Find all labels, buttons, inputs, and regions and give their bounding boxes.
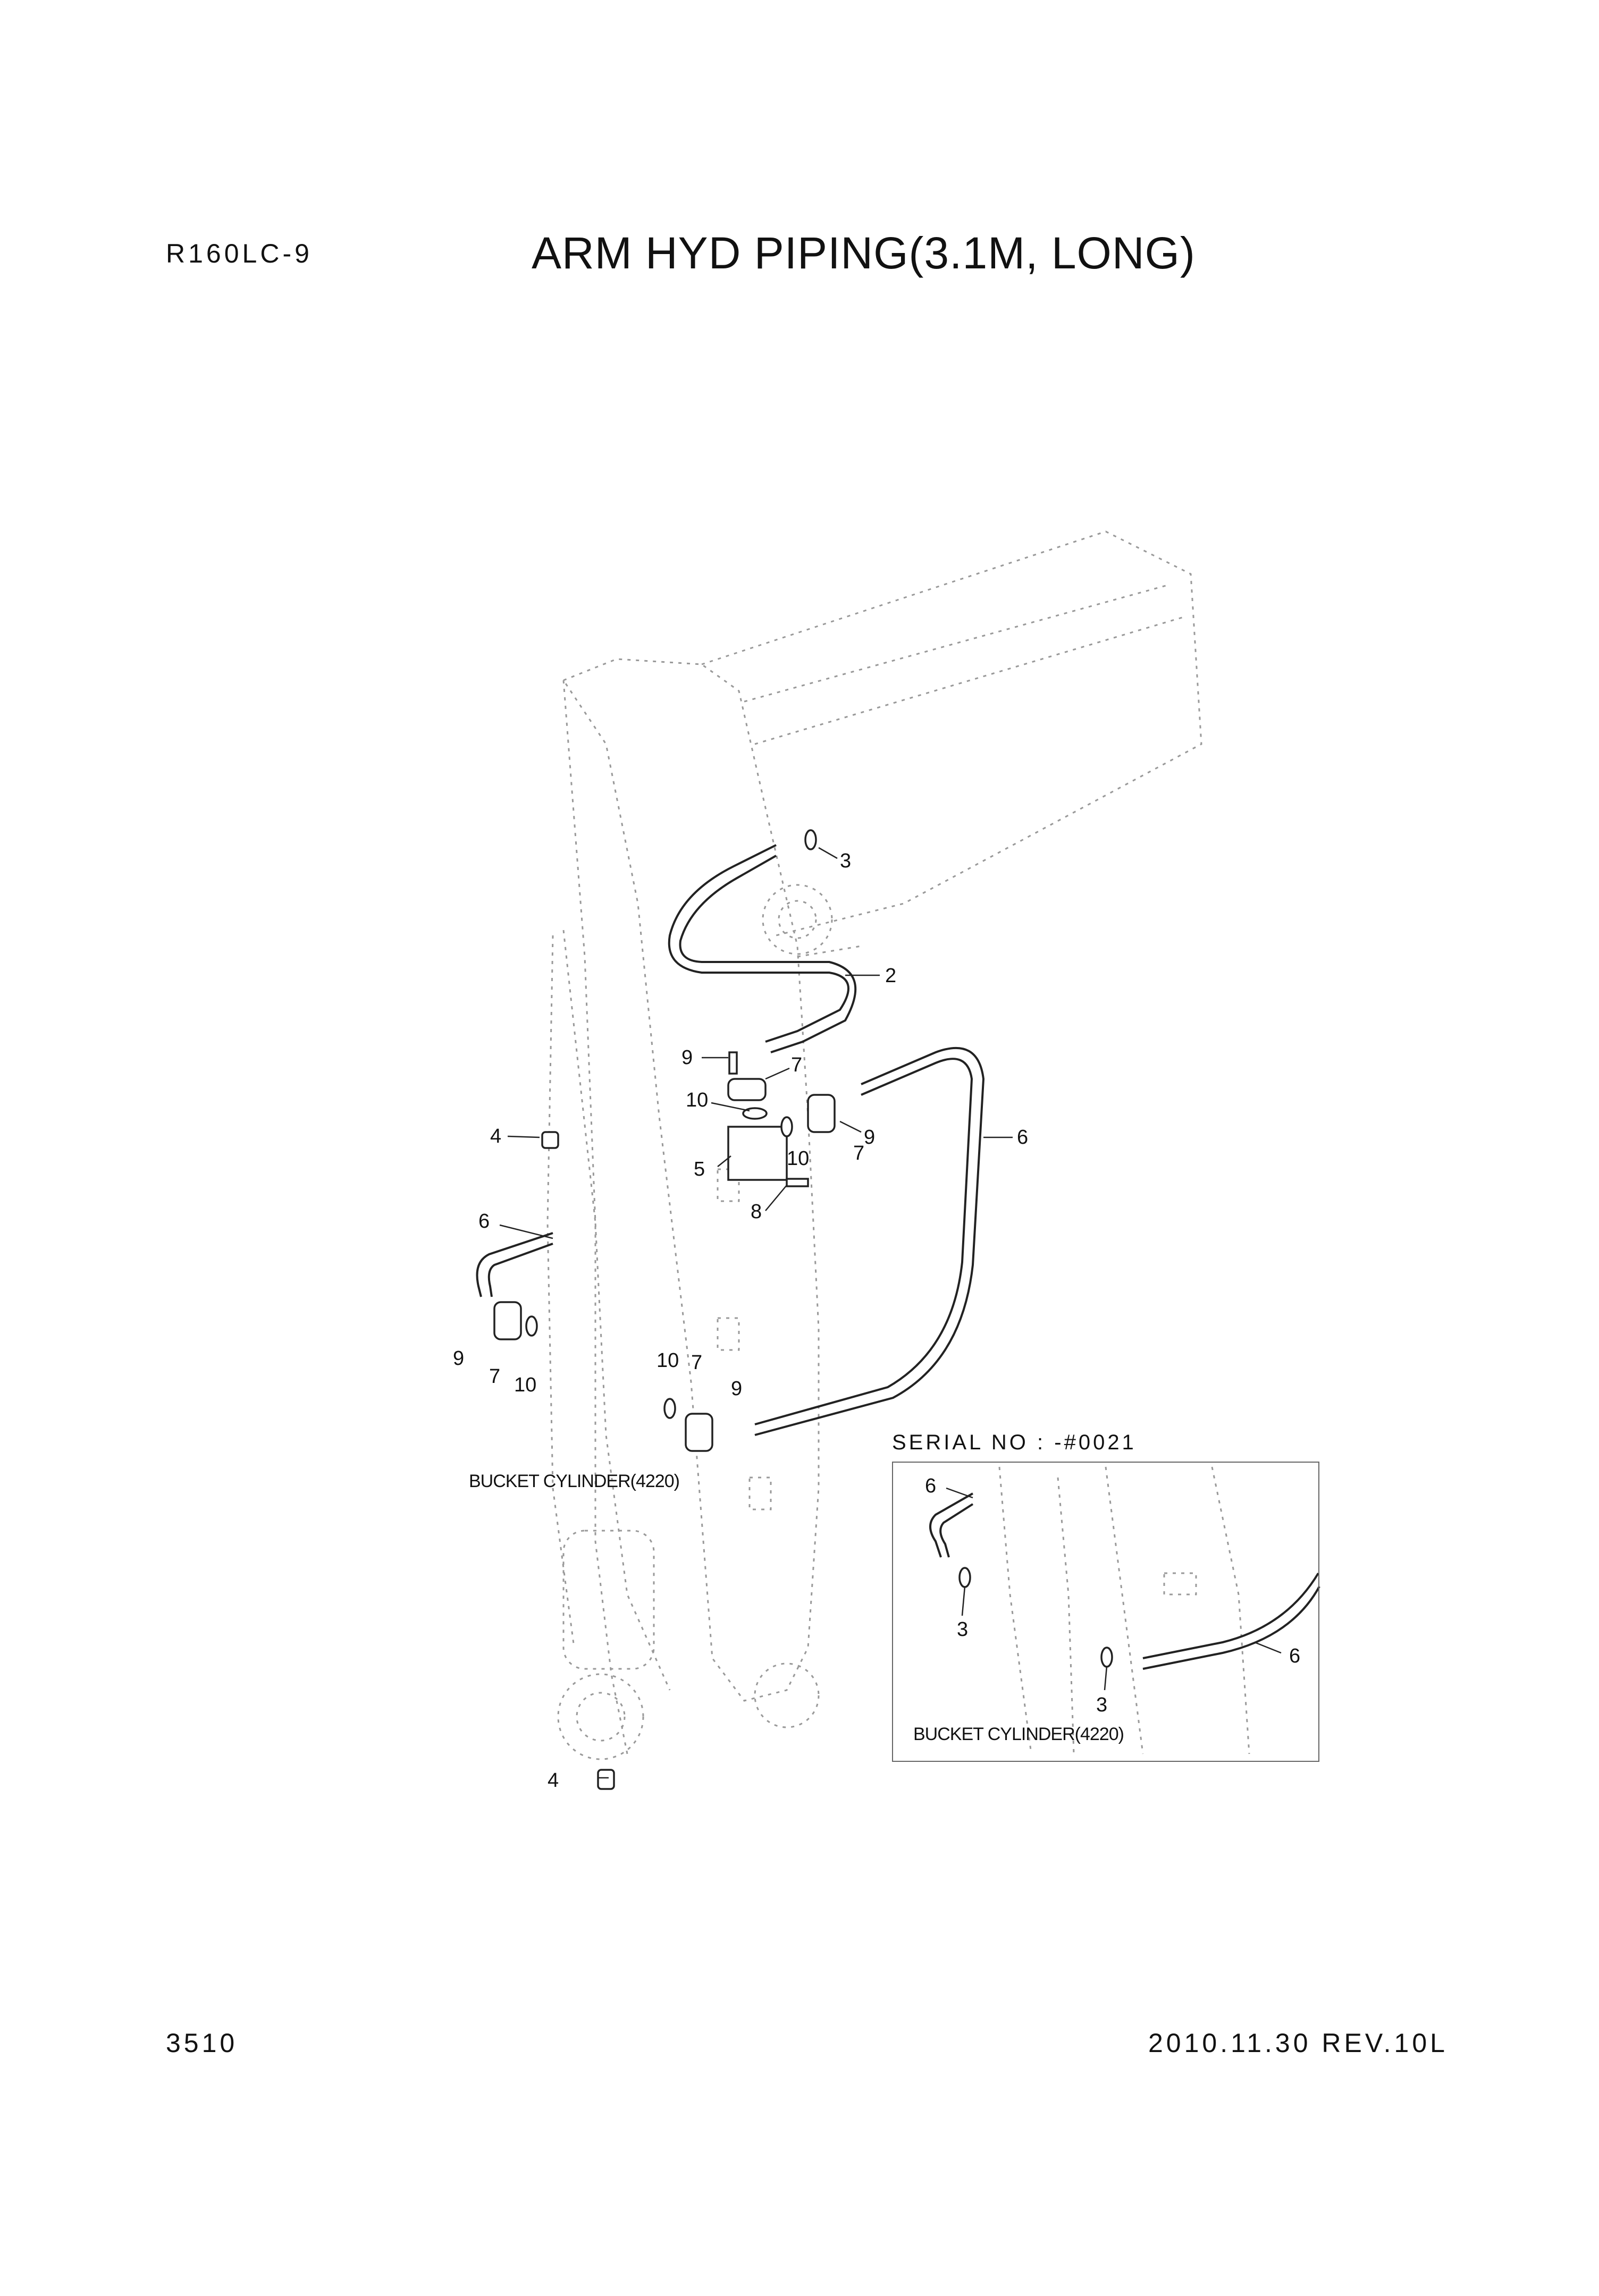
callout-7: 7 [691,1352,702,1374]
o-ring-10c [525,1315,538,1337]
inset-callout-3: 3 [1096,1694,1107,1716]
hose-6-left [476,1232,553,1297]
callout-6: 6 [1017,1126,1028,1149]
callout-9: 9 [681,1046,693,1069]
callout-3: 3 [840,850,851,872]
callout-8: 8 [751,1201,762,1223]
callout-4: 4 [490,1125,501,1147]
o-ring-10d [663,1398,676,1419]
callout-7: 7 [791,1054,802,1076]
hose-2 [668,844,849,1043]
callout-10: 10 [787,1147,809,1170]
manifold-block-5 [727,1126,788,1181]
callout-9: 9 [864,1126,875,1149]
inset-callout-3: 3 [957,1618,968,1641]
leader-lines [499,847,1013,1779]
callout-10: 10 [514,1374,536,1396]
hose-6 [754,1046,985,1436]
callout-10: 10 [657,1349,679,1372]
callout-9: 9 [731,1378,742,1400]
serial-inset-frame [892,1462,1319,1762]
page-title: ARM HYD PIPING(3.1M, LONG) [532,228,1196,278]
inset-callout-6: 6 [925,1475,936,1497]
o-ring-10b [780,1116,793,1137]
hose-2-inner [679,855,857,1053]
inset-bucket-cylinder-label: BUCKET CYLINDER(4220) [913,1724,1124,1744]
callout-7: 7 [489,1365,500,1388]
flange-clamp-7b [807,1094,836,1133]
callout-5: 5 [694,1158,705,1180]
callout-10: 10 [686,1089,708,1111]
bucket-cylinder-label: BUCKET CYLINDER(4220) [469,1471,680,1491]
hose-6-inner [754,1058,973,1425]
callout-4: 4 [548,1769,559,1792]
flange-clamp-7a [727,1078,767,1101]
bolt-8 [786,1178,809,1187]
grease-fitting-4b [597,1769,615,1790]
inset-callout-6: 6 [1289,1645,1300,1667]
callout-2: 2 [885,965,896,987]
model-label: R160LC-9 [166,239,313,268]
grease-fitting-4a [541,1131,559,1149]
callout-7: 7 [853,1142,864,1164]
hose-6-left-inner [487,1243,553,1297]
callout-9: 9 [453,1347,464,1370]
flange-clamp-7c [493,1301,522,1340]
page-number: 3510 [166,2028,238,2058]
revision-date: 2010.11.30 REV.10L [1148,2028,1448,2058]
flange-clamp-7d [685,1413,713,1452]
callout-6: 6 [478,1210,490,1233]
serial-number-label: SERIAL NO : -#0021 [892,1431,1137,1454]
bolt-9a [728,1051,738,1075]
inset-drawing: 6 3 3 6 [925,1466,1320,1754]
o-ring-3 [804,829,817,850]
